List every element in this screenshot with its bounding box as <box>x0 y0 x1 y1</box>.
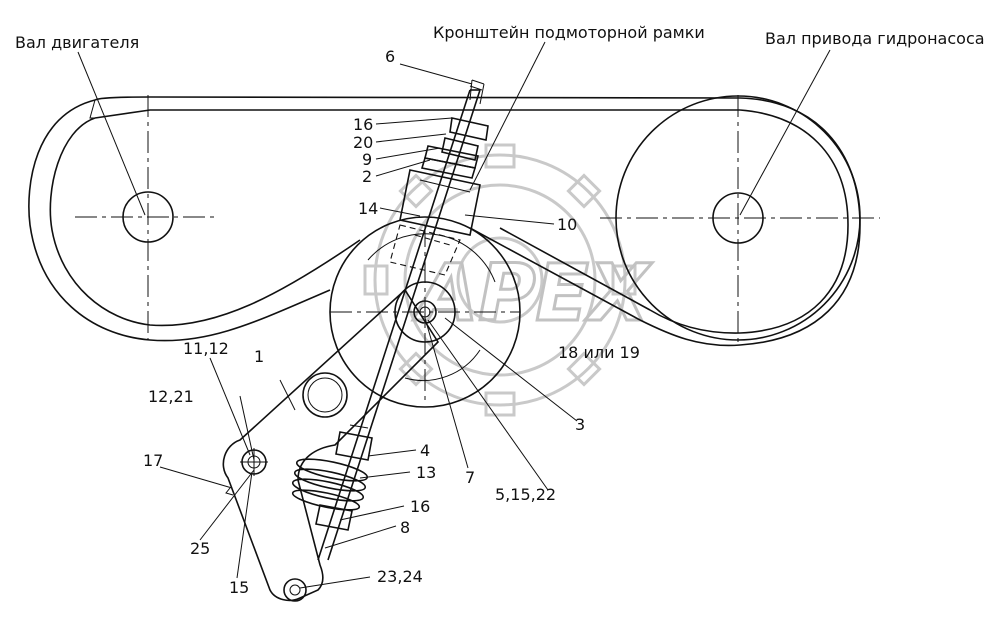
label-part-3: 3 <box>575 415 585 434</box>
label-part-16-bottom: 16 <box>410 497 430 516</box>
label-part-11-12: 11,12 <box>183 339 229 358</box>
tensioner-pulley <box>329 216 521 408</box>
tension-rod <box>291 79 489 561</box>
watermark: APEX <box>363 143 654 417</box>
label-part-18-19: 18 или 19 <box>558 343 640 362</box>
engine-shaft <box>75 95 215 340</box>
label-part-7: 7 <box>465 468 475 487</box>
label-part-13: 13 <box>416 463 436 482</box>
tension-arm <box>222 288 440 602</box>
label-engine-shaft: Вал двигателя <box>15 33 139 52</box>
label-part-23-24: 23,24 <box>377 567 423 586</box>
drive-belt <box>28 96 861 347</box>
label-part-10: 10 <box>557 215 577 234</box>
label-part-25: 25 <box>190 539 210 558</box>
label-part-4: 4 <box>420 441 430 460</box>
label-part-2: 2 <box>362 167 372 186</box>
label-part-16-top: 16 <box>353 115 373 134</box>
leader-lines <box>77 41 831 589</box>
label-part-15: 15 <box>229 578 249 597</box>
watermark-gear <box>363 143 637 417</box>
label-part-9: 9 <box>362 150 372 169</box>
label-part-8: 8 <box>400 518 410 537</box>
label-subframe-bracket: Кронштейн подмоторной рамки <box>433 23 705 42</box>
label-part-17: 17 <box>143 451 163 470</box>
label-part-1: 1 <box>254 347 264 366</box>
label-part-20: 20 <box>353 133 373 152</box>
label-part-12-21: 12,21 <box>148 387 194 406</box>
label-part-6: 6 <box>385 47 395 66</box>
label-part-5-15-22: 5,15,22 <box>495 485 556 504</box>
pump-drive-shaft <box>600 95 880 345</box>
watermark-text: APEX <box>412 249 653 339</box>
label-part-14: 14 <box>358 199 378 218</box>
label-pump-drive-shaft: Вал привода гидронасоса <box>765 29 985 48</box>
labels: Вал двигателя Кронштейн подмоторной рамк… <box>15 23 985 597</box>
